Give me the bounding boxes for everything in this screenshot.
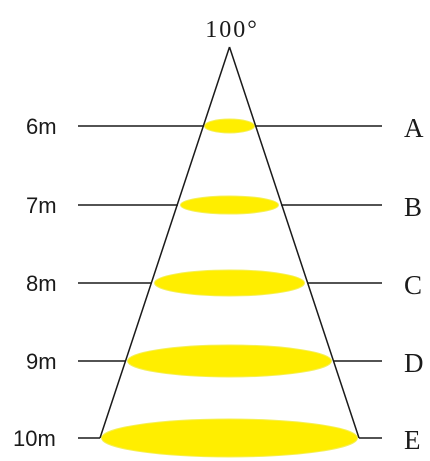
light-spot-6m <box>204 118 255 134</box>
spot-letter-c: C <box>404 270 422 300</box>
distance-label-9m: 9m <box>26 349 57 374</box>
spot-letter-b: B <box>404 192 422 222</box>
light-spot-8m <box>154 269 305 297</box>
spot-letter-d: D <box>404 348 424 378</box>
distance-label-6m: 6m <box>26 114 57 139</box>
beam-edge-left <box>99 46 231 439</box>
light-spot-7m <box>180 195 279 215</box>
distance-label-7m: 7m <box>26 193 57 218</box>
beam-angle-label: 100° <box>205 17 259 43</box>
distance-label-10m: 10m <box>13 426 56 451</box>
spot-letter-a: A <box>404 113 424 143</box>
spot-letter-e: E <box>404 425 421 455</box>
distance-label-8m: 8m <box>26 271 57 296</box>
beam-edge-right <box>228 46 360 439</box>
light-spot-10m <box>101 418 358 458</box>
light-spot-9m <box>127 344 332 378</box>
